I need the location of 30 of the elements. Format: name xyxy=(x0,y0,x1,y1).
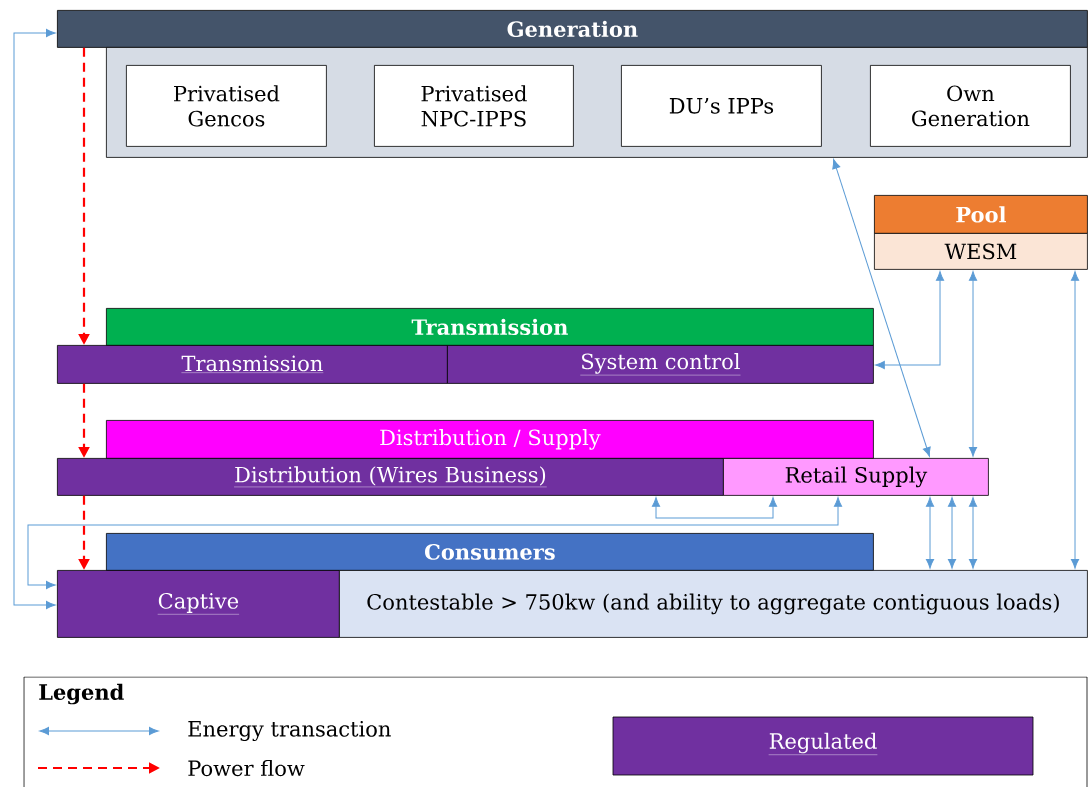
regulated-box: System control xyxy=(447,345,874,384)
arrow xyxy=(1070,271,1080,569)
arrow xyxy=(27,497,843,590)
arrow xyxy=(925,497,935,569)
arrow xyxy=(968,271,978,457)
header-band: Transmission xyxy=(106,308,874,346)
regulated-box: Distribution (Wires Business) xyxy=(57,458,724,496)
market-box: WESM xyxy=(874,233,1088,270)
legend-label: Energy transaction xyxy=(188,720,391,742)
regulated-box: Captive xyxy=(57,570,340,638)
arrow xyxy=(651,497,778,519)
supply-box: Retail Supply xyxy=(723,458,989,496)
arrow xyxy=(947,497,957,569)
arrow xyxy=(875,271,945,370)
regulated-box: Transmission xyxy=(57,345,448,384)
header-band: Distribution / Supply xyxy=(106,420,874,459)
header-band: Pool xyxy=(874,195,1088,234)
arrow xyxy=(13,28,56,610)
consumer-box: Contestable > 750kw (and ability to aggregate contiguous loads) xyxy=(339,570,1088,638)
legend-title: Legend xyxy=(39,683,124,705)
legend-label: Power flow xyxy=(188,759,305,777)
category-box: Privatised Gencos xyxy=(126,65,327,147)
header-band: Generation xyxy=(57,10,1088,48)
category-box: DU’s IPPs xyxy=(621,65,822,147)
legend-label: Regulated xyxy=(768,732,878,755)
header-band: Consumers xyxy=(106,533,874,571)
arrow xyxy=(832,159,931,457)
category-box: Own Generation xyxy=(870,65,1071,147)
category-box: Privatised NPC-IPPS xyxy=(374,65,574,147)
arrow xyxy=(968,497,978,569)
